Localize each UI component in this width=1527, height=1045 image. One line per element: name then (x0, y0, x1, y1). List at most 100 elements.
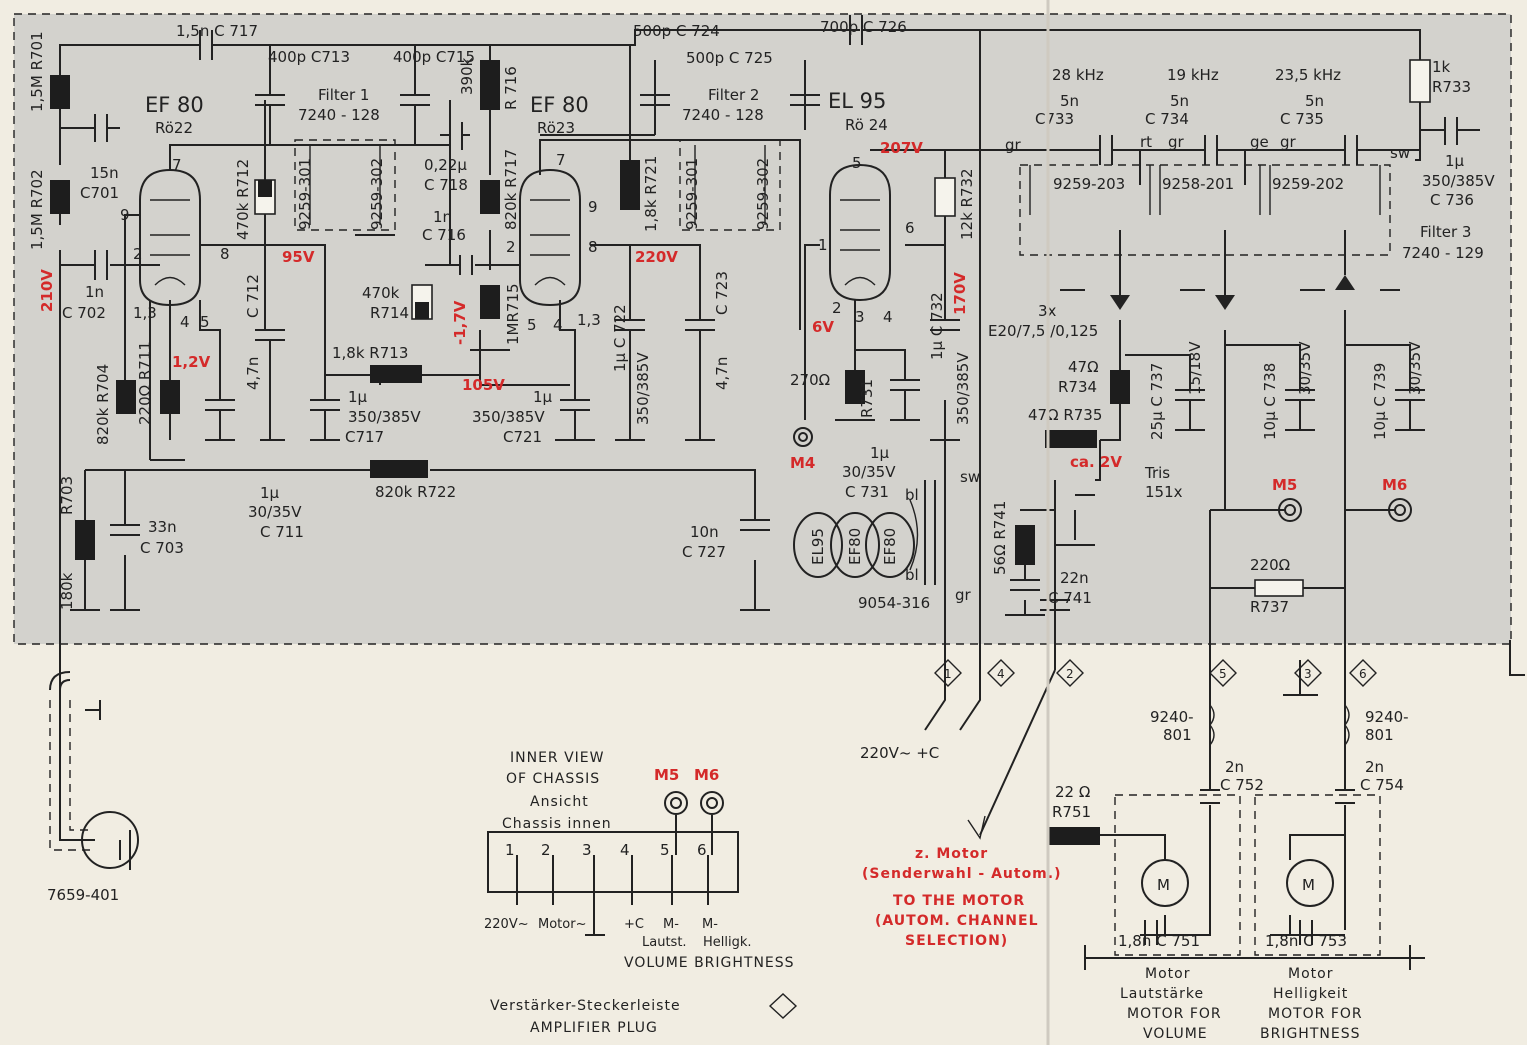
label-r734-value: 47Ω (1068, 358, 1099, 376)
motor-bri-de-1: Motor (1288, 966, 1333, 982)
ground-symbols (70, 234, 1525, 970)
tube-v3-name: EL 95 (828, 89, 886, 113)
label-c723: C 723 (713, 271, 731, 315)
inner-title-1: INNER VIEW (510, 750, 605, 766)
resistor-r737 (1254, 579, 1304, 597)
plug-legend-en: AMPLIFIER PLUG (530, 1020, 658, 1036)
label-c703: C 703 (140, 539, 184, 557)
label-r703: R703 (58, 476, 76, 515)
label-c722: 1µ C 722 (611, 304, 629, 372)
filter1-name: Filter 1 (318, 86, 369, 104)
inner-pin-5: 5 (660, 841, 670, 859)
filter1-coil-b: 9259-302 (368, 158, 386, 230)
label-r731: R731 (858, 379, 876, 418)
wire-sw-1: sw (1390, 144, 1410, 162)
test-point-m6: M6 (1382, 476, 1407, 494)
label-c733-value: 5n (1060, 92, 1079, 110)
label-c724: 500p C 724 (633, 22, 720, 40)
label-r737: R737 (1250, 598, 1289, 616)
resistor-r701 (50, 75, 70, 109)
label-r731-value: 270Ω (790, 371, 830, 389)
wiring (49, 29, 1440, 936)
tube-v2-name: EF 80 (530, 93, 589, 117)
label-c734-value: 5n (1170, 92, 1189, 110)
microphone-capsule (49, 671, 139, 869)
pin-7-v2: 7 (556, 151, 566, 169)
connector-diamonds (768, 659, 1377, 1019)
filter2-coil-a: 9259-301 (683, 158, 701, 230)
chassis-outline (13, 13, 1512, 645)
label-c739: 10µ C 739 (1371, 363, 1389, 440)
resistor-r711 (160, 380, 180, 414)
label-c702-value: 1n (85, 283, 104, 301)
resistor-r751 (1048, 827, 1100, 845)
coil-9258-201: 9258-201 (1162, 175, 1234, 193)
pin-9-v1: 9 (120, 206, 130, 224)
heater-ef80-2: EF80 (881, 528, 899, 565)
voltage-95v: 95V (282, 248, 315, 266)
pin-13-v2: 1,3 (577, 311, 601, 329)
inner-label-motor: Motor~ (538, 917, 586, 932)
pin-2-v1: 2 (133, 245, 143, 263)
label-r721: 1,8k R721 (642, 156, 660, 232)
label-c731-rating: 30/35V (842, 463, 896, 481)
pin-13-v1: 1,3 (133, 304, 157, 322)
label-r716-value: 390k (458, 57, 476, 95)
label-c739-rating: 30/35V (1406, 341, 1424, 395)
test-point-m5: M5 (1272, 476, 1297, 494)
pin-5-v1: 5 (200, 313, 210, 331)
motor-vol-en-2: VOLUME (1143, 1026, 1208, 1042)
label-c703-value: 33n (148, 518, 177, 536)
label-c753: 1,8n C 753 (1265, 932, 1347, 950)
choke-coils (1209, 704, 1350, 746)
label-c737: 25µ C 737 (1148, 363, 1166, 440)
inner-view-plug (487, 791, 739, 936)
resistor-r716 (480, 60, 500, 110)
inner-pin-3: 3 (582, 841, 592, 859)
tris-label: Tris (1144, 464, 1170, 482)
label-c735-value: 5n (1305, 92, 1324, 110)
label-r737-value: 220Ω (1250, 556, 1290, 574)
label-c702: C 702 (62, 304, 106, 322)
pin-6-v3: 6 (905, 219, 915, 237)
label-c738-rating: 30/35V (1296, 341, 1314, 395)
inner-title-3: Ansicht (530, 794, 589, 810)
pin-4-v1: 4 (180, 313, 190, 331)
motor-note-4: (AUTOM. CHANNEL (875, 913, 1039, 929)
label-r741: 56Ω R741 (991, 501, 1009, 575)
pin-7-v1: 7 (172, 156, 182, 174)
tube-v1-ref: Rö22 (155, 119, 193, 137)
connector-1: 1 (944, 667, 952, 681)
label-c716: C 716 (422, 226, 466, 244)
label-r733: R733 (1432, 78, 1471, 96)
voltage-220v: 220V (635, 248, 678, 266)
filter2-coil-b: 9259-302 (754, 158, 772, 230)
label-c711-rating: 30/35V (248, 503, 302, 521)
coil-9259-203: 9259-203 (1053, 175, 1125, 193)
tris-type: 151x (1145, 483, 1183, 501)
microphone-part: 7659-401 (47, 886, 119, 904)
motor-volume-symbol: M (1157, 876, 1170, 894)
resistor-r713 (370, 365, 422, 383)
label-c733: C733 (1035, 110, 1074, 128)
label-c726: 700p C 726 (820, 18, 907, 36)
resistor-r704 (116, 380, 136, 414)
resistor-r734 (1110, 370, 1130, 404)
label-r735: 47Ω R735 (1028, 406, 1102, 424)
heater-el95: EL95 (809, 528, 827, 565)
diodes-type: E20/7,5 /0,125 (988, 322, 1098, 340)
motor-bri-en-1: MOTOR FOR (1268, 1006, 1363, 1022)
connector-4: 4 (997, 667, 1005, 681)
resistor-r717 (480, 180, 500, 214)
inner-label-m-volume: M- (663, 917, 679, 932)
label-c717: C717 (345, 428, 384, 446)
inner-pin-6: 6 (697, 841, 707, 859)
resistor-r703 (75, 520, 95, 560)
label-c701: C701 (80, 184, 119, 202)
voltage-minus-1-7v: -1,7V (451, 300, 469, 345)
resistor-r731 (845, 370, 865, 404)
motor-vol-en-1: MOTOR FOR (1127, 1006, 1222, 1022)
label-c712-value: 4,7n (244, 357, 262, 390)
voltage-6v: 6V (812, 318, 834, 336)
pin-3-v3: 3 (855, 308, 865, 326)
